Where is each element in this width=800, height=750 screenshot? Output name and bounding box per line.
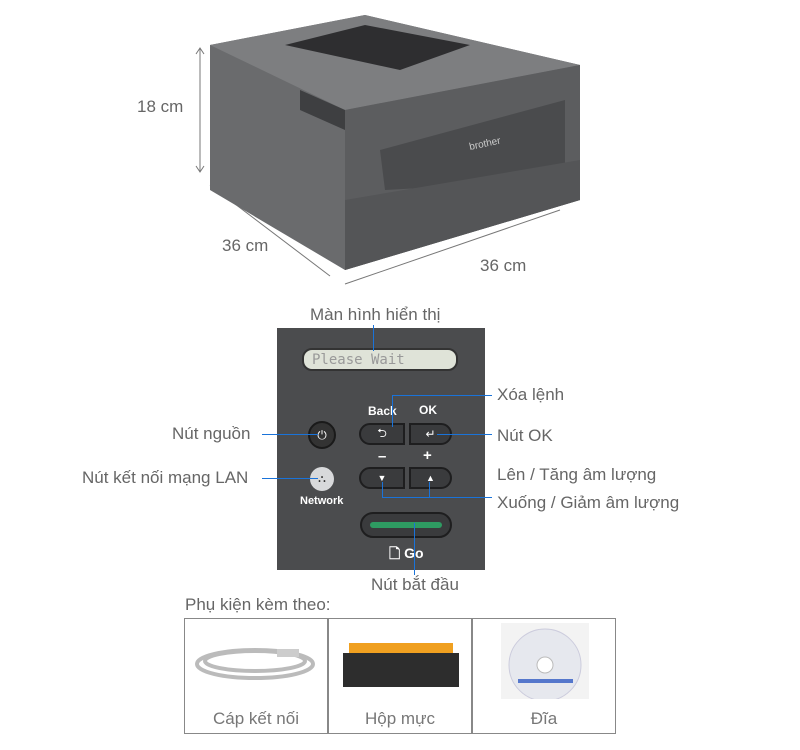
minus-label: – bbox=[378, 448, 387, 465]
up-button[interactable]: ▲ bbox=[409, 467, 452, 489]
printer-image: brother bbox=[195, 15, 580, 285]
callout-line-updown bbox=[382, 497, 492, 498]
network-label: Network bbox=[300, 495, 344, 507]
accessory-toner: Hộp mực bbox=[328, 618, 472, 734]
accessory-label: Hộp mực bbox=[365, 709, 435, 728]
accessory-cable: Cáp kết nối bbox=[184, 618, 328, 734]
callout-line-lan bbox=[262, 478, 318, 479]
back-label: Back bbox=[368, 404, 397, 418]
callout-display: Màn hình hiển thị bbox=[310, 305, 441, 324]
callout-up: Lên / Tăng âm lượng bbox=[497, 465, 657, 484]
plus-label: + bbox=[423, 447, 432, 464]
accessory-label: Cáp kết nối bbox=[213, 709, 299, 728]
go-indicator bbox=[370, 522, 442, 528]
callout-line-cancel-v bbox=[392, 395, 393, 427]
back-arrow-icon: ⮌ bbox=[377, 425, 387, 440]
power-button[interactable]: ⏻ bbox=[308, 421, 336, 449]
network-icon: ⛬ bbox=[318, 472, 326, 485]
back-button[interactable]: ⮌ bbox=[359, 423, 405, 445]
enter-icon: ↵ bbox=[425, 427, 436, 441]
callout-line-up-v bbox=[429, 482, 430, 497]
callout-cancel: Xóa lệnh bbox=[497, 385, 565, 404]
callout-lan: Nút kết nối mạng LAN bbox=[82, 468, 249, 487]
callout-line-down-v bbox=[382, 482, 383, 497]
accessory-disc: Đĩa bbox=[472, 618, 616, 734]
cd-disc-image bbox=[501, 623, 589, 707]
callout-down: Xuống / Giảm âm lượng bbox=[497, 493, 680, 512]
down-triangle-icon: ▼ bbox=[377, 473, 387, 483]
width-dimension: 36 cm bbox=[480, 256, 527, 275]
power-icon: ⏻ bbox=[317, 427, 327, 442]
lcd-display: Please Wait bbox=[302, 348, 458, 371]
callout-line-ok bbox=[437, 434, 492, 435]
document-icon: 🗋 bbox=[389, 545, 401, 561]
ok-button[interactable]: ↵ bbox=[409, 423, 452, 445]
toner-cartridge-image bbox=[343, 643, 459, 687]
go-button[interactable] bbox=[360, 512, 452, 538]
accessory-label: Đĩa bbox=[530, 709, 558, 728]
accessories-title: Phụ kiện kèm theo: bbox=[185, 595, 331, 614]
height-dimension: 18 cm bbox=[137, 97, 184, 116]
network-button[interactable]: ⛬ bbox=[310, 467, 334, 491]
callout-line-power bbox=[262, 434, 318, 435]
callout-line-cancel bbox=[392, 395, 492, 396]
callout-start: Nút bắt đầu bbox=[371, 575, 459, 594]
usb-cable-image bbox=[195, 648, 315, 680]
go-label-row: 🗋 Go bbox=[389, 543, 424, 567]
up-triangle-icon: ▲ bbox=[426, 473, 435, 483]
callout-ok: Nút OK bbox=[497, 426, 553, 445]
ok-label: OK bbox=[419, 403, 437, 417]
depth-dimension: 36 cm bbox=[222, 236, 269, 255]
go-label: Go bbox=[404, 545, 423, 561]
callout-power: Nút nguồn bbox=[172, 424, 251, 443]
callout-line-display bbox=[373, 325, 374, 351]
callout-line-start bbox=[414, 523, 415, 575]
control-panel: Please Wait Back OK ⮌ ↵ – + ▼ ▲ ⏻ ⛬ Netw… bbox=[277, 328, 485, 570]
